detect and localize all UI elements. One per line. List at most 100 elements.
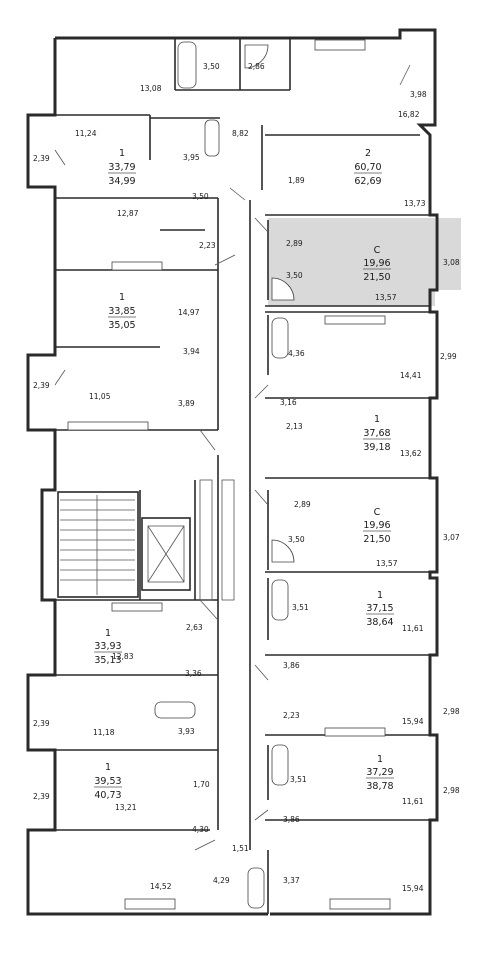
room-area: 14,52	[150, 882, 172, 891]
apartment-rooms: 1	[105, 628, 111, 639]
apartment-living-area: 60,70	[354, 162, 381, 173]
room-area: 2,98	[443, 707, 460, 716]
room-area: 2,23	[199, 241, 216, 250]
room-area: 11,61	[402, 797, 424, 806]
apartment-rooms: 1	[105, 762, 111, 773]
room-area: 3,36	[185, 669, 202, 678]
room-area: 1,51	[232, 844, 249, 853]
room-area: 2,63	[186, 623, 203, 632]
room-area: 13,21	[115, 803, 137, 812]
room-area: 3,86	[283, 815, 300, 824]
apartment-rooms: С	[374, 507, 381, 518]
apartment-living-area: 37,29	[366, 767, 393, 778]
room-area: 4,30	[192, 825, 209, 834]
room-area: 3,95	[183, 153, 200, 162]
room-area: 11,05	[89, 392, 111, 401]
highlighted-apartment-fill	[268, 218, 435, 306]
room-area: 3,94	[183, 347, 200, 356]
apartment-total-area: 35,13	[94, 655, 121, 666]
apartment-rooms: 1	[377, 754, 383, 765]
room-area: 13,62	[400, 449, 422, 458]
apartment-rooms: 1	[119, 292, 125, 303]
room-area: 3,89	[178, 399, 195, 408]
room-area: 11,24	[75, 129, 97, 138]
room-area: 3,51	[292, 603, 309, 612]
apartment-total-area: 62,69	[354, 176, 381, 187]
room-area: 2,39	[33, 792, 50, 801]
room-area: 1,89	[288, 176, 305, 185]
apartment-label-1e: 1 37,15 38,64	[366, 590, 394, 628]
room-area: 13,57	[376, 559, 398, 568]
room-area: 2,89	[286, 239, 303, 248]
room-area-labels: 3,50 2,86 13,08 3,98 16,82 8,82 11,24 3,…	[33, 62, 460, 893]
apartment-living-area: 33,79	[108, 162, 135, 173]
apartment-labels: 2 60,70 62,69 1 33,79 34,99 1 33,85 35,0…	[94, 148, 394, 801]
apartment-total-area: 34,99	[108, 176, 135, 187]
room-area: 3,07	[443, 533, 460, 542]
room-area: 3,37	[283, 876, 300, 885]
apartment-total-area: 35,05	[108, 320, 135, 331]
room-area: 2,23	[283, 711, 300, 720]
room-area: 3,16	[280, 398, 297, 407]
room-area: 3,50	[203, 62, 220, 71]
stairwell	[57, 491, 139, 598]
room-area: 3,50	[288, 535, 305, 544]
room-area: 12,87	[117, 209, 139, 218]
room-area: 14,41	[400, 371, 422, 380]
room-area: 13,08	[140, 84, 162, 93]
room-area: 2,99	[440, 352, 457, 361]
apartment-rooms: 1	[374, 414, 380, 425]
room-area: 2,39	[33, 381, 50, 390]
apartment-total-area: 38,64	[366, 617, 393, 628]
room-area: 14,97	[178, 308, 200, 317]
room-area: 3,93	[178, 727, 195, 736]
room-area: 1,70	[193, 780, 210, 789]
apartment-total-area: 39,18	[363, 442, 390, 453]
room-area: 11,61	[402, 624, 424, 633]
room-area: 3,08	[443, 258, 460, 267]
apartment-living-area: 33,93	[94, 641, 121, 652]
apartment-label-1d: 1 33,93 35,13	[94, 628, 122, 666]
room-area: 4,36	[288, 349, 305, 358]
room-area: 16,82	[398, 110, 420, 119]
apartment-label-1f: 1 39,53 40,73	[94, 762, 122, 801]
kitchen-counters	[67, 39, 391, 910]
room-area: 2,13	[286, 422, 303, 431]
apartment-label-1c: 1 37,68 39,18	[363, 414, 391, 453]
room-area: 2,98	[443, 786, 460, 795]
apartment-living-area: 37,68	[363, 428, 390, 439]
apartment-rooms: 1	[119, 148, 125, 159]
apartment-living-area: 19,96	[363, 258, 390, 269]
apartment-living-area: 39,53	[94, 776, 121, 787]
utility-shafts	[199, 479, 235, 601]
apartment-living-area: 37,15	[366, 603, 393, 614]
apartment-rooms: 1	[377, 590, 383, 601]
apartment-total-area: 21,50	[363, 272, 390, 283]
room-area: 3,86	[283, 661, 300, 670]
apartment-rooms: С	[374, 245, 381, 256]
apartment-label-c-highlighted: С 19,96 21,50	[363, 245, 391, 283]
highlighted-balcony-fill	[437, 218, 461, 290]
room-area: 3,50	[286, 271, 303, 280]
room-area: 15,94	[402, 884, 424, 893]
room-area: 3,51	[290, 775, 307, 784]
apartment-living-area: 19,96	[363, 520, 390, 531]
apartment-living-area: 33,85	[108, 306, 135, 317]
room-area: 3,98	[410, 90, 427, 99]
apartment-label-1a: 1 33,79 34,99	[108, 148, 136, 187]
apartment-total-area: 21,50	[363, 534, 390, 545]
apartment-label-1g: 1 37,29 38,78	[366, 754, 394, 792]
room-area: 12,83	[112, 652, 134, 661]
apartment-rooms: 2	[365, 148, 371, 159]
interior-walls	[55, 38, 430, 914]
room-area: 15,94	[402, 717, 424, 726]
room-area: 2,89	[294, 500, 311, 509]
room-area: 8,82	[232, 129, 249, 138]
room-area: 3,50	[192, 192, 209, 201]
door-swings	[54, 64, 411, 851]
room-area: 2,39	[33, 719, 50, 728]
apartment-label-c-mid: С 19,96 21,50	[363, 507, 391, 545]
room-area: 13,57	[375, 293, 397, 302]
elevator-shaft	[141, 517, 191, 591]
